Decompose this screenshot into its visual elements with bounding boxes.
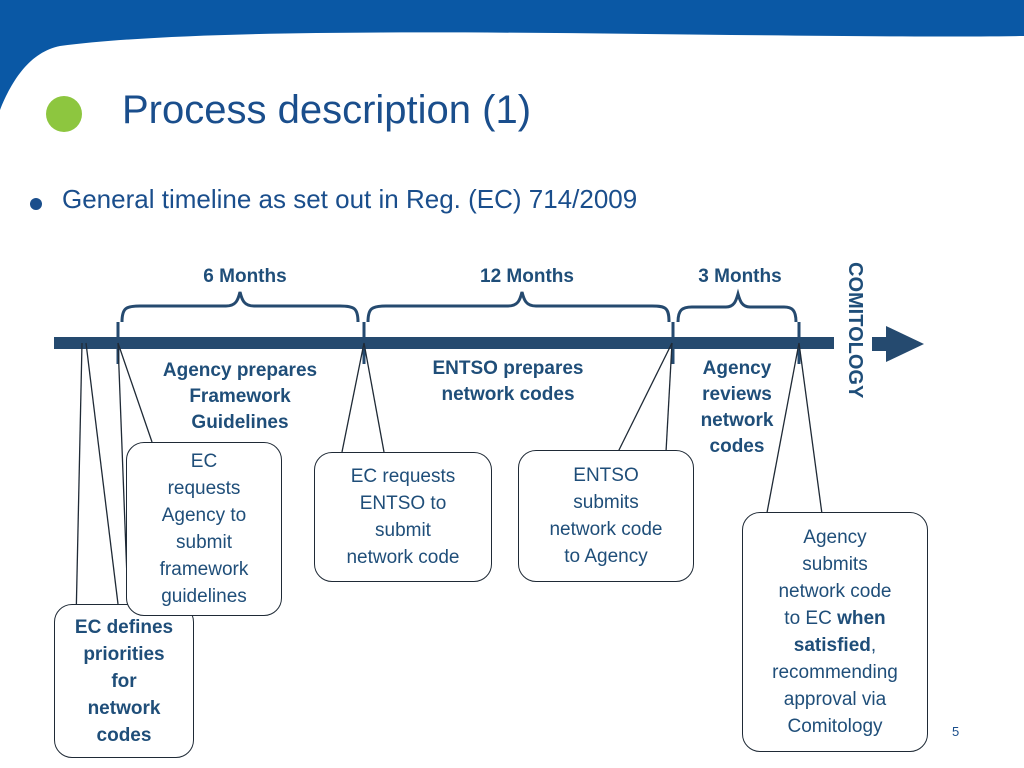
callout-line: EC requests bbox=[350, 466, 456, 487]
callout-line: recommending bbox=[772, 662, 898, 683]
callout-line: framework bbox=[159, 559, 249, 580]
pointer-ec-defines-b bbox=[85, 342, 119, 605]
callout-line: EC defines bbox=[74, 616, 174, 638]
callout-ec-defines: EC defines priorities for network codes bbox=[54, 604, 194, 758]
callout-emphasis: satisfied bbox=[793, 635, 871, 656]
callout-line: Comitology bbox=[787, 716, 883, 737]
phase-line: ENTSO prepares bbox=[432, 358, 584, 379]
phase-line: Guidelines bbox=[191, 412, 289, 433]
pointer-entso-submits-b bbox=[665, 342, 673, 453]
callout-entso-submits: ENTSO submits network code to Agency bbox=[518, 450, 694, 582]
pointer-agency-submits-a bbox=[765, 342, 800, 519]
phase-line: network bbox=[700, 410, 774, 431]
callout-emphasis: when bbox=[837, 608, 886, 629]
title-bullet-icon bbox=[46, 96, 82, 132]
callout-line: Agency bbox=[803, 527, 867, 548]
phase-line: Agency prepares bbox=[162, 360, 318, 381]
callout-line: submits bbox=[573, 492, 639, 513]
callout-line: ENTSO to bbox=[359, 493, 447, 514]
period-label-3-months: 3 Months bbox=[698, 266, 782, 287]
callout-ec-requests-agency: EC requests Agency to submit framework g… bbox=[126, 442, 282, 616]
callout-line: submit bbox=[176, 532, 232, 553]
brace-3-months bbox=[676, 288, 798, 323]
callout-line: satisfied, bbox=[772, 632, 898, 659]
brace-6-months bbox=[120, 291, 360, 323]
phase-agency-prepares: Agency prepares Framework Guidelines bbox=[140, 358, 340, 436]
period-label-6-months: 6 Months bbox=[203, 266, 287, 287]
phase-line: Framework bbox=[189, 386, 291, 407]
callout-line: network code bbox=[549, 519, 663, 540]
timeline-arrow-head bbox=[886, 326, 924, 362]
comitology-label: COMITOLOGY bbox=[844, 262, 866, 399]
callout-line: EC bbox=[190, 451, 218, 472]
callout-text: to EC bbox=[784, 608, 838, 629]
callout-text: , bbox=[870, 635, 877, 656]
phase-agency-reviews: Agency reviews network codes bbox=[682, 356, 792, 460]
callout-line: approval via bbox=[783, 689, 887, 710]
pointer-agency-submits-b bbox=[798, 342, 823, 515]
phase-line: codes bbox=[709, 436, 765, 457]
phase-line: network codes bbox=[441, 384, 575, 405]
callout-line: submits bbox=[802, 554, 868, 575]
callout-line: ENTSO bbox=[573, 465, 639, 486]
bullet-icon bbox=[30, 198, 42, 210]
header-swoosh bbox=[0, 0, 1024, 110]
slide-title: Process description (1) bbox=[122, 88, 532, 132]
page-number: 5 bbox=[952, 724, 960, 739]
callout-line: submit bbox=[375, 520, 431, 541]
timeline-bar bbox=[54, 337, 834, 349]
callout-ec-requests-entso: EC requests ENTSO to submit network code bbox=[314, 452, 492, 582]
callout-line: for bbox=[111, 670, 137, 692]
callout-line: codes bbox=[96, 724, 152, 746]
callout-line: requests bbox=[167, 478, 241, 499]
callout-line: Agency to bbox=[161, 505, 247, 526]
callout-line: network bbox=[87, 697, 161, 719]
callout-line: to EC when bbox=[772, 605, 898, 632]
callout-line: network code bbox=[346, 547, 460, 568]
pointer-ec-defines-a bbox=[75, 342, 83, 623]
period-label-12-months: 12 Months bbox=[480, 266, 574, 287]
callout-line: guidelines bbox=[161, 586, 247, 607]
callout-agency-submits: Agency submits network code to EC when s… bbox=[742, 512, 928, 752]
brace-12-months bbox=[366, 291, 671, 323]
phase-entso-prepares: ENTSO prepares network codes bbox=[408, 356, 608, 408]
pointer-entso-submits-a bbox=[617, 342, 673, 453]
slide-subtitle: General timeline as set out in Reg. (EC)… bbox=[62, 184, 638, 214]
callout-line: priorities bbox=[83, 643, 165, 665]
callout-line: to Agency bbox=[564, 546, 648, 567]
pointer-ec-requests-entso-b bbox=[363, 342, 385, 453]
pointer-ec-requests-agency-a bbox=[117, 342, 153, 443]
phase-line: Agency bbox=[702, 358, 772, 379]
callout-line: network code bbox=[778, 581, 892, 602]
phase-line: reviews bbox=[702, 384, 772, 405]
pointer-ec-requests-entso-a bbox=[341, 342, 365, 453]
